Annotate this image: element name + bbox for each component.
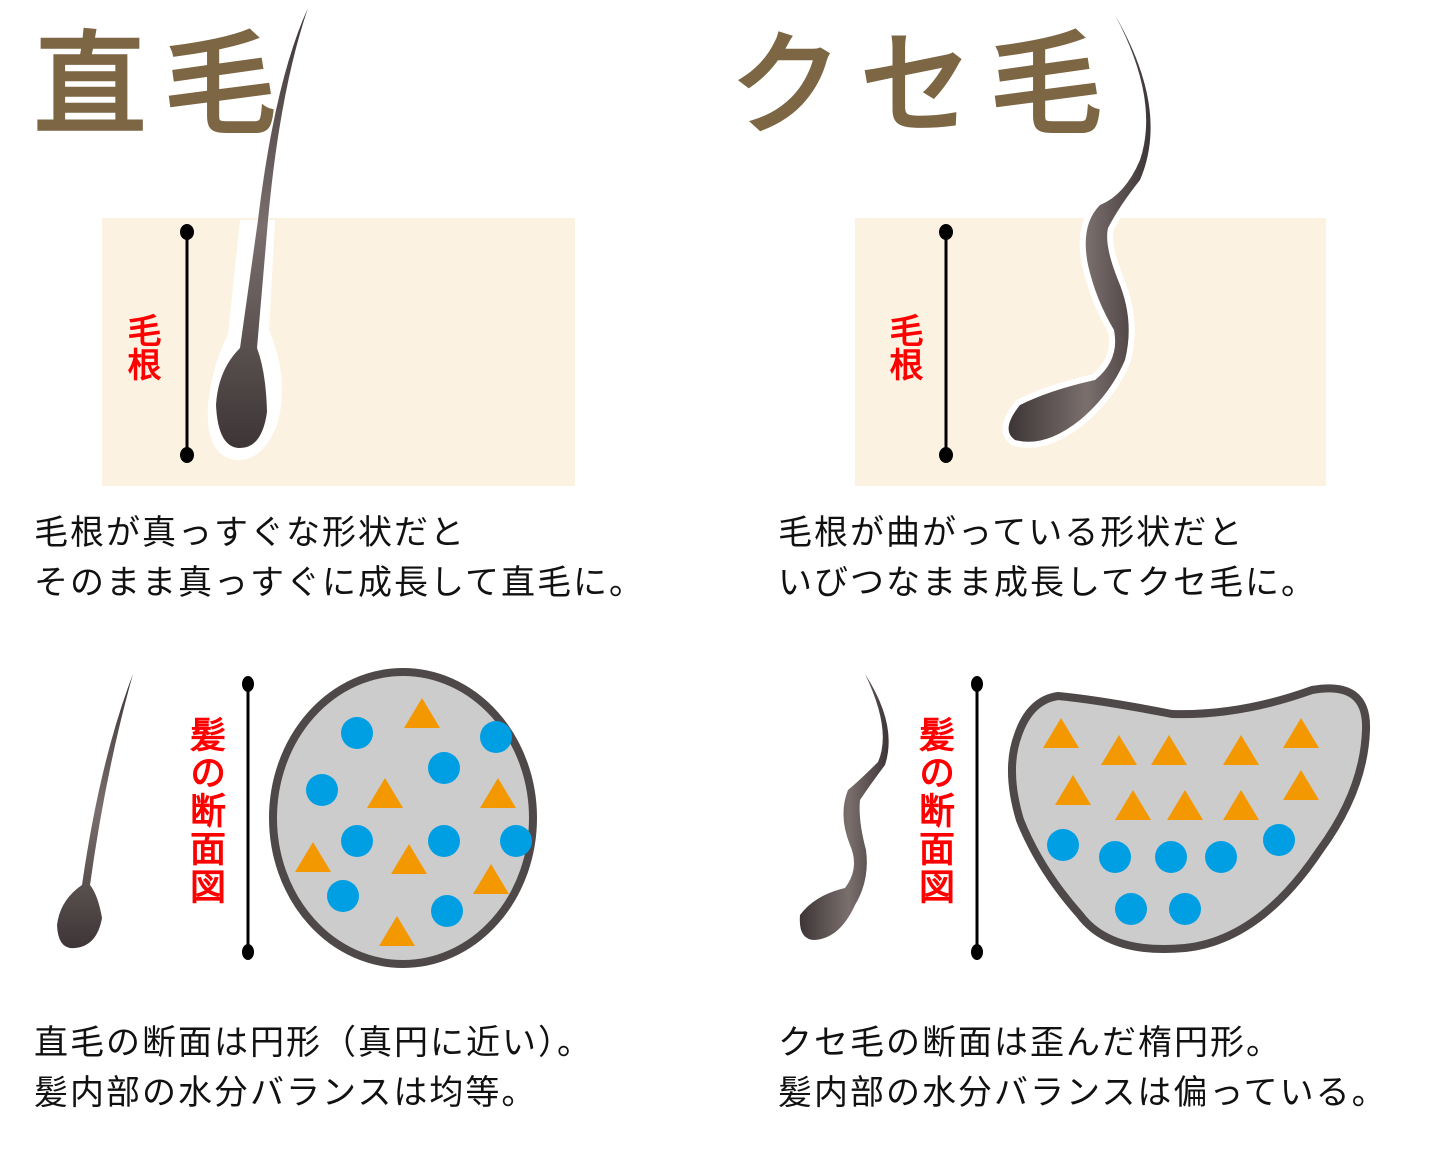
water-particle-icon xyxy=(1263,824,1295,856)
protein-particle-icon xyxy=(1283,718,1319,748)
section-caption-straight-line-2: 髪内部の水分バランスは均等。 xyxy=(34,1073,538,1113)
protein-particle-icon xyxy=(1167,790,1203,820)
protein-particle-icon xyxy=(1223,790,1259,820)
water-particle-icon xyxy=(341,717,373,749)
water-particle-icon xyxy=(327,880,359,912)
section-label-straight: 髪の断面図 xyxy=(184,716,225,906)
protein-particle-icon xyxy=(1043,718,1079,748)
water-particle-icon xyxy=(431,895,463,927)
water-particle-icon xyxy=(1205,841,1237,873)
water-particle-icon xyxy=(1047,829,1079,861)
straight-hair-title: 直毛 xyxy=(34,21,294,151)
root-label-curly: 毛根 xyxy=(883,313,923,381)
section-caption-straight: 直毛の断面は円形（真円に近い）。 髪内部の水分バランスは均等。 xyxy=(34,1018,593,1118)
water-particle-icon xyxy=(500,825,532,857)
protein-particle-icon xyxy=(379,916,415,946)
protein-particle-icon xyxy=(391,844,427,874)
scalp-skin-straight xyxy=(102,218,575,486)
water-particle-icon xyxy=(428,825,460,857)
water-particle-icon xyxy=(1115,893,1147,925)
section-label-curly: 髪の断面図 xyxy=(913,716,954,906)
root-caption-straight-line-1: 毛根が真っすぐな形状だと xyxy=(34,513,466,553)
protein-particle-icon xyxy=(1055,775,1091,805)
section-caption-curly-line-2: 髪内部の水分バランスは偏っている。 xyxy=(778,1073,1388,1113)
section-caption-curly-line-1: クセ毛の断面は歪んだ楕円形。 xyxy=(778,1023,1282,1063)
section-caption-curly: クセ毛の断面は歪んだ楕円形。 髪内部の水分バランスは偏っている。 xyxy=(778,1018,1388,1118)
water-particle-icon xyxy=(428,752,460,784)
section-caption-straight-line-1: 直毛の断面は円形（真円に近い）。 xyxy=(34,1023,593,1063)
protein-particle-icon xyxy=(480,778,516,808)
protein-particle-icon xyxy=(1115,790,1151,820)
water-particle-icon xyxy=(1155,841,1187,873)
protein-particle-icon xyxy=(367,778,403,808)
protein-particle-icon xyxy=(1223,735,1259,765)
water-particle-icon xyxy=(306,774,338,806)
protein-particle-icon xyxy=(1101,735,1137,765)
root-caption-curly-line-1: 毛根が曲がっている形状だと xyxy=(778,513,1245,553)
protein-particle-icon xyxy=(1283,770,1319,800)
protein-particle-icon xyxy=(473,864,509,894)
root-caption-curly: 毛根が曲がっている形状だと いびつなまま成長してクセ毛に。 xyxy=(778,508,1317,608)
root-caption-straight: 毛根が真っすぐな形状だと そのまま真っすぐに成長して直毛に。 xyxy=(34,508,645,608)
root-caption-straight-line-2: そのまま真っすぐに成長して直毛に。 xyxy=(34,563,645,603)
water-particle-icon xyxy=(480,721,512,753)
root-caption-curly-line-2: いびつなまま成長してクセ毛に。 xyxy=(778,563,1317,603)
protein-particle-icon xyxy=(404,698,440,728)
curly-hair-title: クセ毛 xyxy=(730,21,1120,151)
protein-particle-icon xyxy=(1151,735,1187,765)
water-particle-icon xyxy=(1169,893,1201,925)
water-particle-icon xyxy=(1099,841,1131,873)
water-particle-icon xyxy=(341,825,373,857)
root-label-straight: 毛根 xyxy=(121,313,161,381)
protein-particle-icon xyxy=(295,842,331,872)
